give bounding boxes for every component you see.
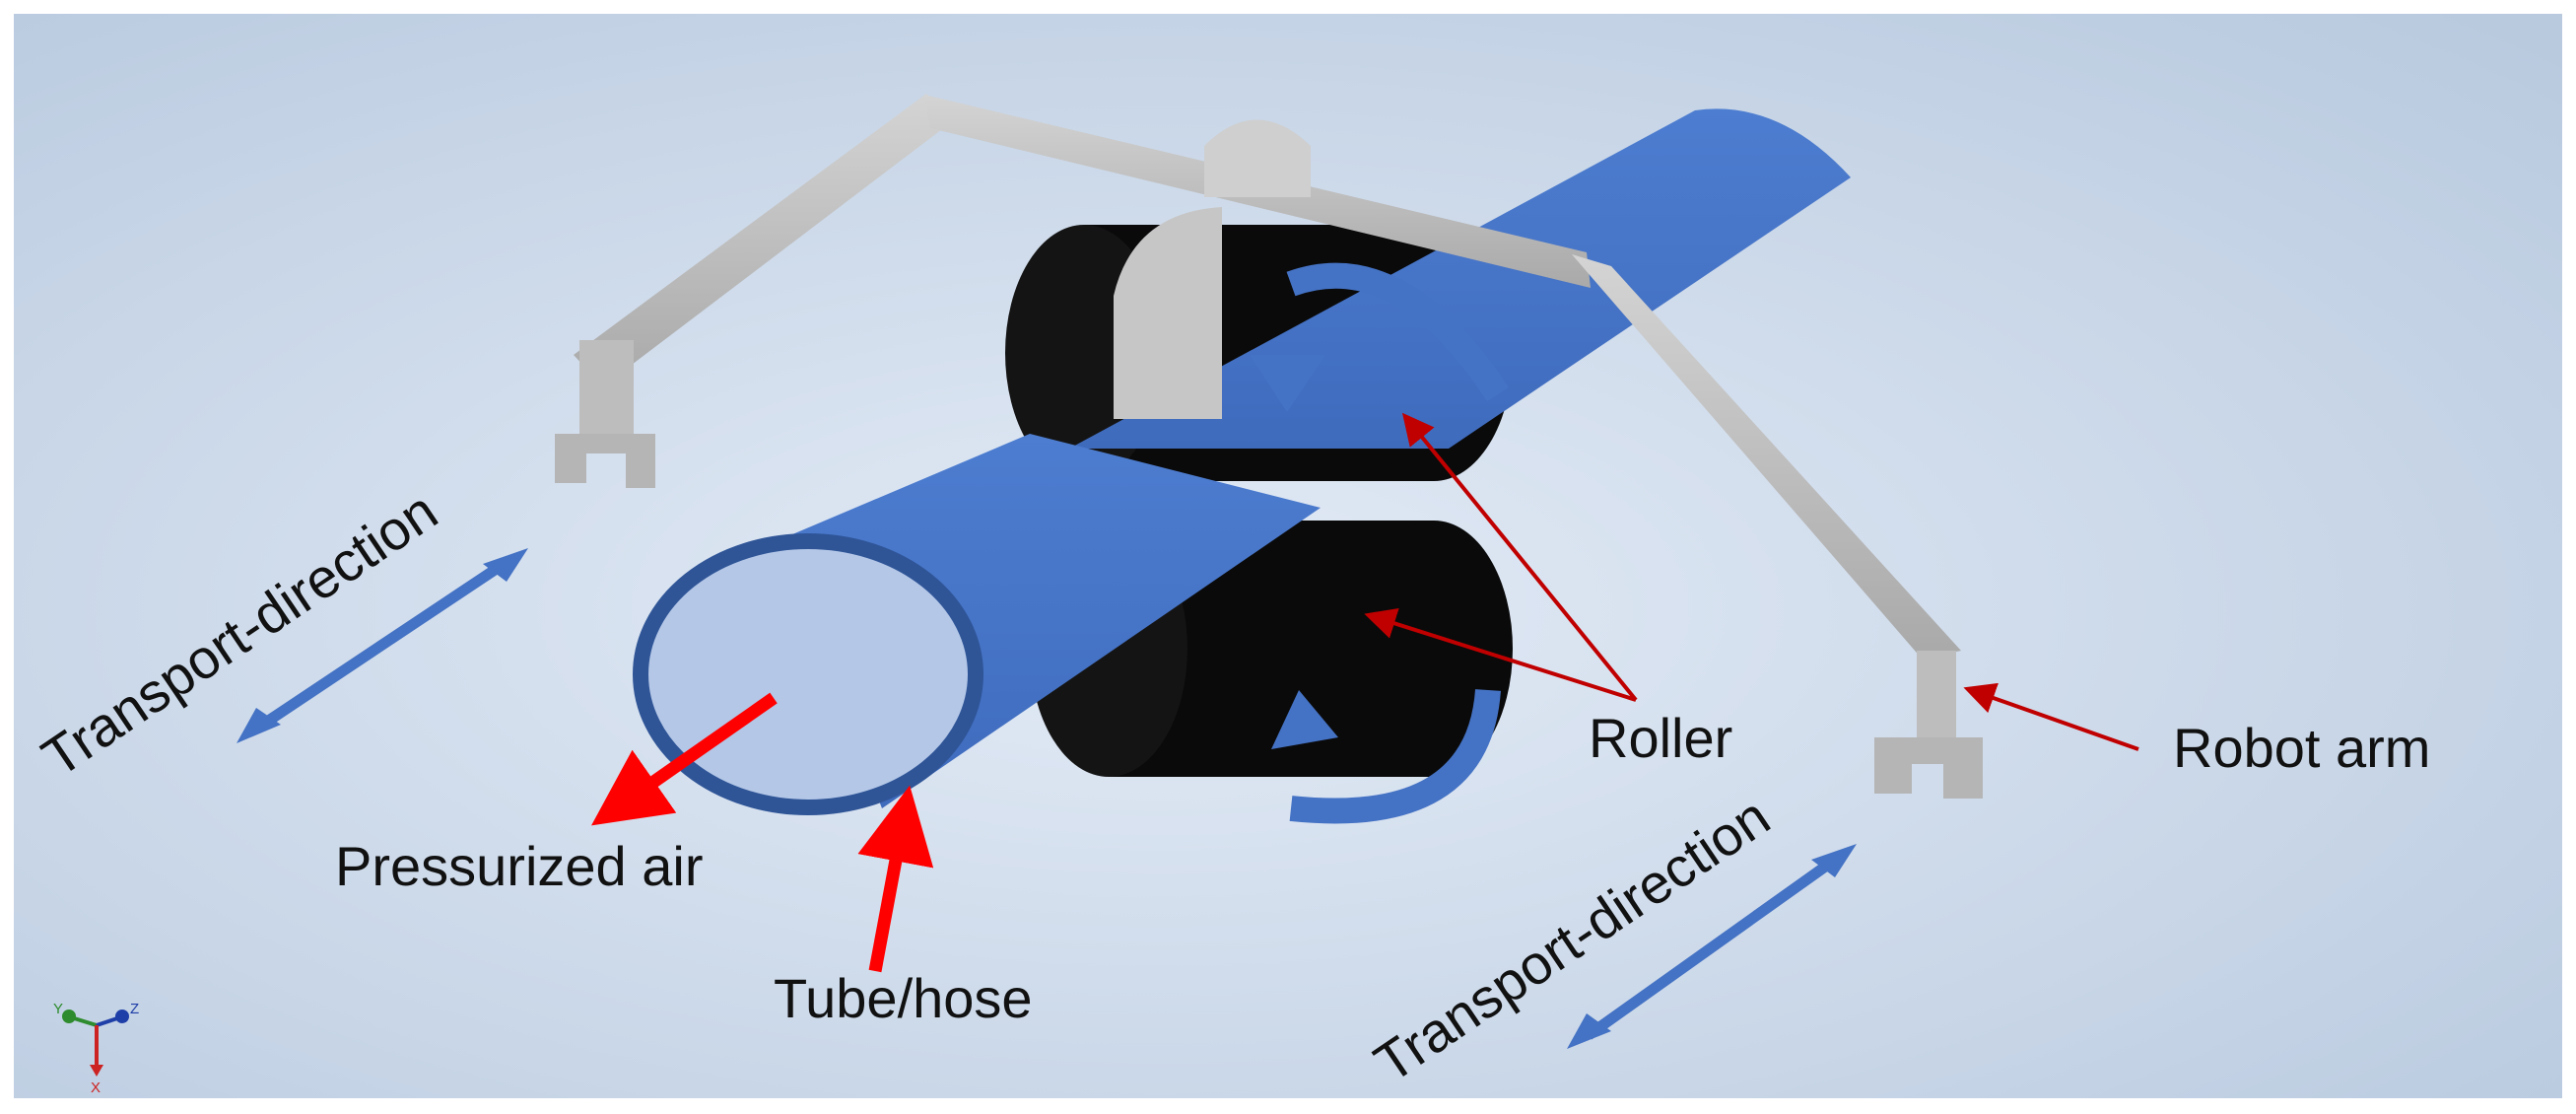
arm-hub: [1204, 119, 1311, 197]
label-roller: Roller: [1589, 707, 1732, 769]
lower-roller-rotation-arrow: [1289, 688, 1501, 824]
upper-roller-rotation-head: [1250, 355, 1325, 412]
arm-left-post: [579, 340, 634, 434]
leader-roller-upper: [1401, 412, 1638, 702]
label-robot-arm: Robot arm: [2173, 717, 2430, 779]
callout-tube-hose: [857, 785, 934, 973]
callout-pressurized-air: [591, 692, 778, 826]
arm-right-gripper: [1874, 737, 1983, 799]
transport-direction-arrow-left: [237, 548, 528, 743]
transport-direction-arrow-right: [1567, 844, 1857, 1049]
arm-left-beam: [574, 94, 954, 386]
upper-roller-rotation-arrow: [1286, 262, 1509, 402]
axis-z-label: Z: [130, 1001, 139, 1017]
arm-right-post: [1917, 651, 1956, 737]
arm-yoke: [1114, 207, 1222, 419]
robot-arm: [555, 94, 1983, 799]
arm-left-gripper: [555, 434, 655, 488]
leader-robot-arm: [1963, 682, 2139, 751]
lower-roller-rotation-head: [1271, 690, 1338, 749]
leader-roller-lower: [1364, 608, 1637, 702]
arm-right-beam: [1572, 254, 1961, 659]
tube-open-end: [633, 533, 983, 815]
axis-x-label: X: [91, 1079, 101, 1096]
axis-y-label: Y: [53, 1001, 63, 1017]
axis-triad: Y Z X: [53, 1001, 139, 1096]
label-pressurized-air: Pressurized air: [335, 835, 703, 897]
label-tube-hose: Tube/hose: [774, 967, 1033, 1029]
